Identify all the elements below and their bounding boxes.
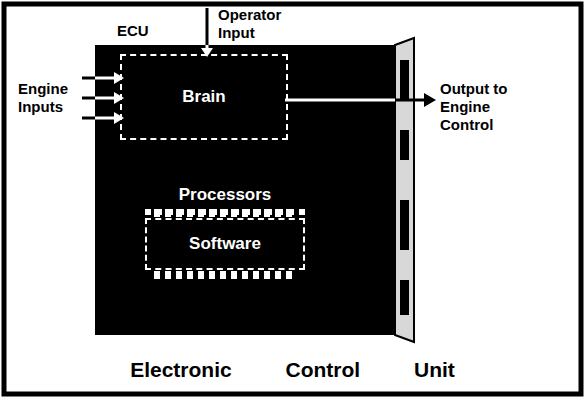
engine-inputs-label: Engine Inputs <box>18 80 80 116</box>
processors-label: Processors <box>150 185 300 205</box>
output-arrow <box>285 93 436 107</box>
side-panel <box>395 38 414 342</box>
output-label: Output to Engine Control <box>440 80 540 134</box>
housing-face <box>95 45 395 335</box>
operator-input-label: Operator Input <box>218 6 298 42</box>
input-arrows <box>82 72 124 124</box>
chip-label: Software <box>189 234 261 254</box>
chip-label: Brain <box>182 87 225 107</box>
brain-chip: Brain <box>125 59 283 135</box>
software-chip: Software <box>150 223 300 265</box>
operator-arrow <box>201 8 213 57</box>
caption: Electronic Control Unit <box>0 358 585 382</box>
outer-frame <box>4 4 581 394</box>
chip-pins <box>145 209 305 279</box>
side-connectors <box>400 60 409 315</box>
unit-heading: ECU <box>117 22 149 39</box>
